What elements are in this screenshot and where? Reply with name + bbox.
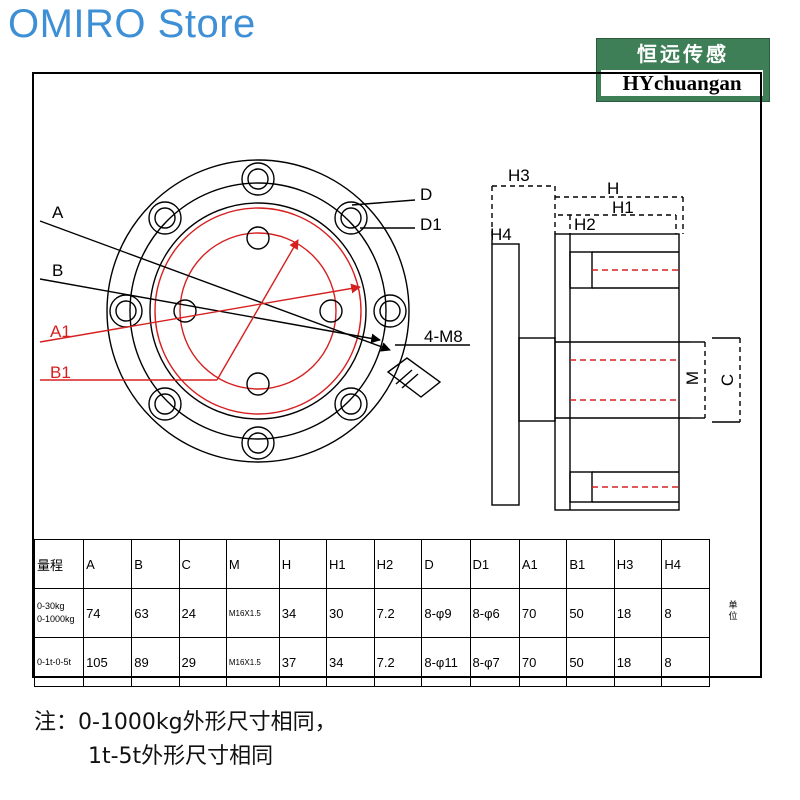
label-a: A bbox=[52, 203, 64, 222]
value-cell: 8 bbox=[661, 637, 710, 687]
inner-ring-circle bbox=[149, 202, 367, 420]
label-h3: H3 bbox=[508, 166, 530, 185]
header-cell: H4 bbox=[661, 539, 710, 589]
front-view bbox=[39, 159, 470, 463]
value-cell: M16X1.5 bbox=[225, 637, 280, 687]
header-cell: D1 bbox=[469, 539, 520, 589]
header-cell: B bbox=[131, 539, 180, 589]
label-h2: H2 bbox=[574, 215, 596, 234]
value-cell: 37 bbox=[278, 637, 328, 687]
front-view-labels: A B A1 B1 D D1 4-M8 bbox=[50, 185, 463, 382]
label-m: M bbox=[683, 371, 702, 385]
logo-chinese-text: 恒远传感 bbox=[637, 42, 729, 66]
store-name: OMIRO Store bbox=[8, 2, 256, 46]
value-cell: 63 bbox=[131, 588, 180, 638]
label-b1: B1 bbox=[50, 363, 71, 382]
header-cell: D bbox=[421, 539, 471, 589]
side-view-labels: H3 H4 H H1 H2 M C bbox=[490, 166, 737, 386]
value-cell: 29 bbox=[178, 637, 227, 687]
value-cell: 8-φ9 bbox=[421, 588, 471, 638]
header-cell: H bbox=[278, 539, 328, 589]
label-a1: A1 bbox=[50, 322, 71, 341]
header-cell: H1 bbox=[326, 539, 375, 589]
label-h: H bbox=[607, 179, 619, 198]
side-view bbox=[491, 185, 741, 511]
value-cell: 30 bbox=[326, 588, 375, 638]
value-cell: 8-φ11 bbox=[421, 637, 471, 687]
value-cell: M16X1.5 bbox=[225, 588, 280, 638]
header-cell: A bbox=[83, 539, 133, 589]
side-hub bbox=[518, 337, 556, 422]
value-cell: 18 bbox=[613, 588, 663, 638]
value-cell: 34 bbox=[326, 637, 375, 687]
value-cell: 70 bbox=[518, 588, 568, 638]
footnote: 注：0-1000kg外形尺寸相同， 1t-5t外形尺寸相同 bbox=[34, 706, 337, 774]
header-cell: B1 bbox=[566, 539, 615, 589]
header-cell: C bbox=[178, 539, 227, 589]
table-header-row: 量程 A B C M H H1 H2 D D1 A1 B1 H3 H4 bbox=[33, 539, 710, 589]
header-cell: H2 bbox=[373, 539, 423, 589]
header-cell: H3 bbox=[613, 539, 663, 589]
spec-table: 量程 A B C M H H1 H2 D D1 A1 B1 H3 H4 0-30… bbox=[33, 539, 710, 687]
header-cell: M bbox=[225, 539, 280, 589]
dim-line-b1-diag bbox=[216, 239, 299, 381]
footnote-line-2: 1t-5t外形尺寸相同 bbox=[88, 744, 274, 769]
label-c: C bbox=[718, 374, 737, 386]
dim-line-a bbox=[39, 220, 391, 352]
range-cell: 0-1t-0-5t bbox=[33, 637, 85, 687]
label-d: D bbox=[420, 185, 432, 204]
center-hub-circle bbox=[179, 232, 337, 390]
value-cell: 8-φ6 bbox=[469, 588, 520, 638]
value-cell: 50 bbox=[566, 588, 615, 638]
side-body bbox=[554, 233, 680, 511]
header-cell: 量程 bbox=[33, 539, 85, 589]
value-cell: 24 bbox=[178, 588, 227, 638]
outer-flange-circle bbox=[106, 159, 410, 463]
logo-english-text: HYchuangan bbox=[601, 70, 763, 96]
label-h1: H1 bbox=[612, 198, 634, 217]
inner-threaded-holes bbox=[173, 226, 343, 396]
footnote-line-1: 注：0-1000kg外形尺寸相同， bbox=[34, 710, 337, 735]
value-cell: 50 bbox=[566, 637, 615, 687]
cable-outlet bbox=[386, 357, 442, 398]
value-cell: 34 bbox=[278, 588, 328, 638]
value-cell: 74 bbox=[83, 588, 133, 638]
dim-line-b bbox=[39, 278, 381, 344]
value-cell: 89 bbox=[131, 637, 180, 687]
table-row: 0-1t-0-5t 105 89 29 M16X1.5 37 34 7.2 8-… bbox=[33, 637, 710, 687]
label-b: B bbox=[52, 261, 63, 280]
dim-line-d bbox=[351, 199, 416, 206]
value-cell: 7.2 bbox=[373, 637, 423, 687]
label-d1: D1 bbox=[420, 215, 442, 234]
label-thread: 4-M8 bbox=[424, 327, 463, 346]
unit-label: 单位 bbox=[728, 600, 738, 621]
value-cell: 18 bbox=[613, 637, 663, 687]
bolt-circle-outer bbox=[129, 182, 387, 440]
dim-line-a1 bbox=[39, 283, 361, 343]
side-base-plate bbox=[491, 243, 520, 506]
value-cell: 105 bbox=[83, 637, 133, 687]
value-cell: 70 bbox=[518, 637, 568, 687]
a1-circle bbox=[154, 207, 362, 415]
label-h4: H4 bbox=[490, 225, 512, 244]
value-cell: 8-φ7 bbox=[469, 637, 520, 687]
value-cell: 8 bbox=[661, 588, 710, 638]
header-cell: A1 bbox=[518, 539, 568, 589]
value-cell: 7.2 bbox=[373, 588, 423, 638]
brand-logo: 恒远传感 HYchuangan bbox=[596, 38, 770, 102]
